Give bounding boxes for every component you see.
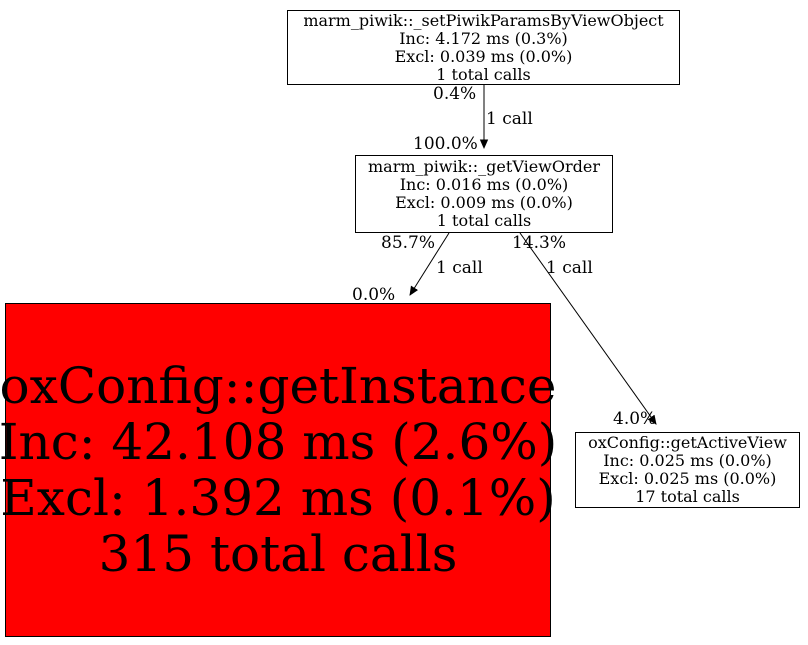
edge-source-percent-label: 14.3% xyxy=(512,233,567,253)
edge-call-count-label: 1 call xyxy=(436,258,483,278)
node-call-count: 1 total calls xyxy=(436,64,531,84)
node-getActiveView: oxConfig::getActiveView Inc: 0.025 ms (0… xyxy=(575,432,800,508)
node-title: oxConfig::getInstance xyxy=(0,357,557,415)
node-inclusive-time: Inc: 42.108 ms (2.6%) xyxy=(0,413,558,471)
node-call-count: 1 total calls xyxy=(436,211,532,230)
node-setPiwikParamsByViewObject: marm_piwik::_setPiwikParamsByViewObject … xyxy=(287,10,680,85)
node-inclusive-time: Inc: 4.172 ms (0.3%) xyxy=(399,28,568,48)
edge-target-percent-label: 0.0% xyxy=(352,285,396,305)
node-title: oxConfig::getActiveView xyxy=(588,433,787,452)
node-call-count: 17 total calls xyxy=(635,487,740,506)
edge-target-percent-label: 100.0% xyxy=(413,134,478,154)
node-title: marm_piwik::_setPiwikParamsByViewObject xyxy=(303,10,664,30)
edge-getViewOrder-to-getInstance xyxy=(409,232,450,296)
node-inclusive-time: Inc: 0.016 ms (0.0%) xyxy=(399,175,569,194)
node-exclusive-time: Excl: 0.009 ms (0.0%) xyxy=(395,193,573,212)
node-inclusive-time: Inc: 0.025 ms (0.0%) xyxy=(603,451,772,470)
node-exclusive-time: Excl: 0.025 ms (0.0%) xyxy=(598,469,777,488)
node-getViewOrder: marm_piwik::_getViewOrder Inc: 0.016 ms … xyxy=(355,155,613,233)
edge-source-percent-label: 0.4% xyxy=(433,84,477,104)
node-exclusive-time: Excl: 1.392 ms (0.1%) xyxy=(0,469,556,527)
node-call-count: 315 total calls xyxy=(98,525,458,583)
edge-call-count-label: 1 call xyxy=(546,258,593,278)
edge-target-percent-label: 4.0% xyxy=(613,409,657,429)
edge-call-count-label: 1 call xyxy=(486,109,533,129)
edge-source-percent-label: 85.7% xyxy=(381,233,436,253)
node-title: marm_piwik::_getViewOrder xyxy=(368,157,600,176)
node-exclusive-time: Excl: 0.039 ms (0.0%) xyxy=(394,46,573,66)
node-getInstance: oxConfig::getInstance Inc: 42.108 ms (2.… xyxy=(0,303,557,637)
edge-getViewOrder-to-getActiveView xyxy=(519,232,657,425)
